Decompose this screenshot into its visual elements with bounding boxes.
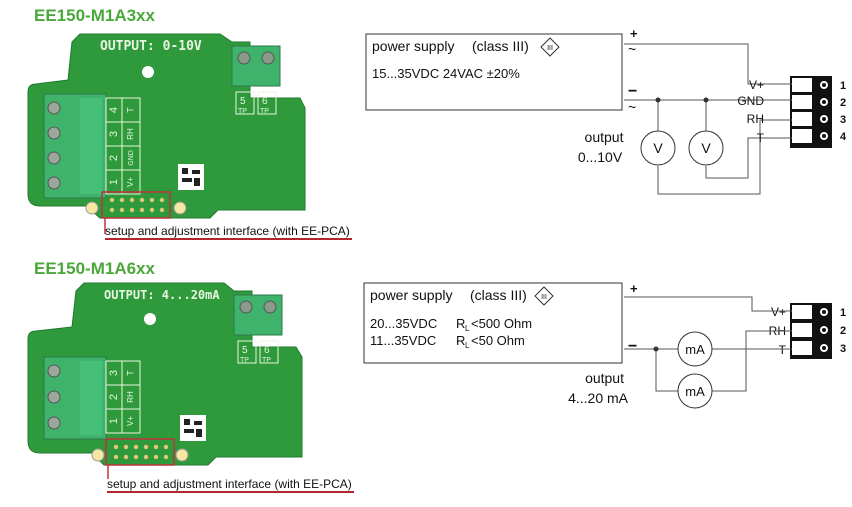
supply-line2-range: 11...35VDC <box>370 333 436 348</box>
terminal-name: T <box>125 107 135 113</box>
board-output-label: OUTPUT: 0-10V <box>100 39 202 54</box>
pin-label: RH <box>747 112 764 126</box>
datamatrix-code <box>178 164 204 190</box>
tp-text-5: TP <box>238 108 247 115</box>
tp-terminal-block <box>233 294 283 336</box>
output-range: 4...20 mA <box>568 390 629 406</box>
terminal-num: 1 <box>108 418 120 424</box>
output-label: output <box>585 370 624 386</box>
load-subscript: L <box>465 341 470 350</box>
ac-symbol-bottom: ~ <box>628 99 636 115</box>
interface-caption: setup and adjustment interface (with EE-… <box>105 224 352 240</box>
voltmeter-1 <box>640 130 676 166</box>
terminal-name: RH <box>126 391 135 403</box>
terminal-num: 2 <box>108 394 120 400</box>
terminal-name: GND <box>128 150 135 166</box>
mounting-hole <box>144 313 156 325</box>
voltmeter-2 <box>688 130 724 166</box>
terminal-num: 3 <box>108 131 120 137</box>
pin-number: 1 <box>840 80 846 92</box>
supply-title: power supply <box>372 38 455 54</box>
class-iii-icon: III <box>540 37 560 57</box>
voltmeter-symbol: V <box>653 140 663 156</box>
wiring-diagram-3xx: power supply (class III) III 15...35VDC … <box>365 26 847 195</box>
load-symbol: R <box>456 333 465 348</box>
terminal-num: 4 <box>108 107 120 113</box>
terminal-label-grid <box>105 360 141 434</box>
supply-line1-range: 20...35VDC <box>370 316 437 331</box>
minus-sign: − <box>628 338 637 355</box>
class-iii-icon: III <box>534 286 554 306</box>
load-symbol: R <box>456 316 465 331</box>
ammeter-2 <box>677 373 713 409</box>
interface-caption: setup and adjustment interface (with EE-… <box>107 477 354 493</box>
terminal-name: RH <box>126 128 135 140</box>
wiring-diagram-6xx: power supply (class III) III 20...35VDC … <box>363 281 846 409</box>
mounting-hole <box>142 66 154 78</box>
supply-class: (class III) <box>470 287 527 303</box>
svg-text:III: III <box>547 45 553 52</box>
pin-label: T <box>779 343 787 357</box>
ac-symbol-top: ~ <box>628 41 636 57</box>
supply-class: (class III) <box>472 38 529 54</box>
svg-text:III: III <box>541 294 547 301</box>
variant-6xx-section: EE150-M1A6xx OUTPUT: 4...20mA 5 6 TP TP … <box>0 255 852 507</box>
tp-text-6: TP <box>260 108 269 115</box>
tp-terminal-block <box>231 45 281 87</box>
terminal-label-grid <box>105 97 141 195</box>
tp-label-6: 6 <box>262 96 268 107</box>
tp-label-6: 6 <box>264 345 270 356</box>
plus-sign: + <box>630 281 638 296</box>
pin-label: GND <box>737 94 764 108</box>
interface-highlight <box>105 438 175 466</box>
supply-values: 15...35VDC 24VAC ±20% <box>372 66 520 81</box>
pin-label: V+ <box>749 78 764 92</box>
pin-label: T <box>757 131 765 145</box>
output-label: output <box>585 129 624 145</box>
terminal-connector <box>790 76 832 148</box>
tp-text-5: TP <box>240 357 249 364</box>
power-supply-box <box>363 282 623 364</box>
power-supply-box <box>365 33 623 111</box>
supply-line1-load: <500 Ohm <box>471 316 532 331</box>
ammeter-1 <box>677 331 713 367</box>
terminal-num: 1 <box>108 179 120 185</box>
variant-3xx-section: EE150-M1A3xx OUTPUT: 0-10V 5 6 TP TP <box>0 0 852 250</box>
supply-title: power supply <box>370 287 453 303</box>
tp-label-5: 5 <box>240 96 246 107</box>
voltmeter-symbol: V <box>701 140 711 156</box>
pin-number: 2 <box>840 97 846 109</box>
pcb-board-3xx: OUTPUT: 0-10V 5 6 TP TP 4 T 3 <box>27 33 306 234</box>
pcb-board-6xx: OUTPUT: 4...20mA 5 6 TP TP 3 T 2 RH 1 V+ <box>27 282 303 479</box>
ammeter-symbol: mA <box>685 384 705 399</box>
pin-number: 2 <box>840 325 846 337</box>
pin-number: 4 <box>840 131 847 143</box>
terminal-connector <box>790 303 832 359</box>
minus-sign: − <box>628 83 637 100</box>
interface-highlight <box>101 191 171 219</box>
tp-text-6: TP <box>262 357 271 364</box>
terminal-num: 2 <box>108 155 120 161</box>
pin-label: V+ <box>771 305 786 319</box>
board-output-label: OUTPUT: 4...20mA <box>104 288 220 302</box>
output-range: 0...10V <box>578 149 623 165</box>
terminal-name: T <box>125 370 135 376</box>
pin-number: 3 <box>840 343 846 355</box>
load-subscript: L <box>465 324 470 333</box>
ammeter-symbol: mA <box>685 342 705 357</box>
variant-3xx-title: EE150-M1A3xx <box>34 6 155 25</box>
datamatrix-code <box>180 415 206 441</box>
tp-label-5: 5 <box>242 345 248 356</box>
pin-number: 3 <box>840 114 846 126</box>
terminal-name: V+ <box>126 177 135 187</box>
pin-number: 1 <box>840 307 846 319</box>
terminal-num: 3 <box>108 370 120 376</box>
variant-6xx-title: EE150-M1A6xx <box>34 259 155 278</box>
plus-sign: + <box>630 26 638 41</box>
terminal-name: V+ <box>126 416 135 426</box>
supply-line2-load: <50 Ohm <box>471 333 525 348</box>
